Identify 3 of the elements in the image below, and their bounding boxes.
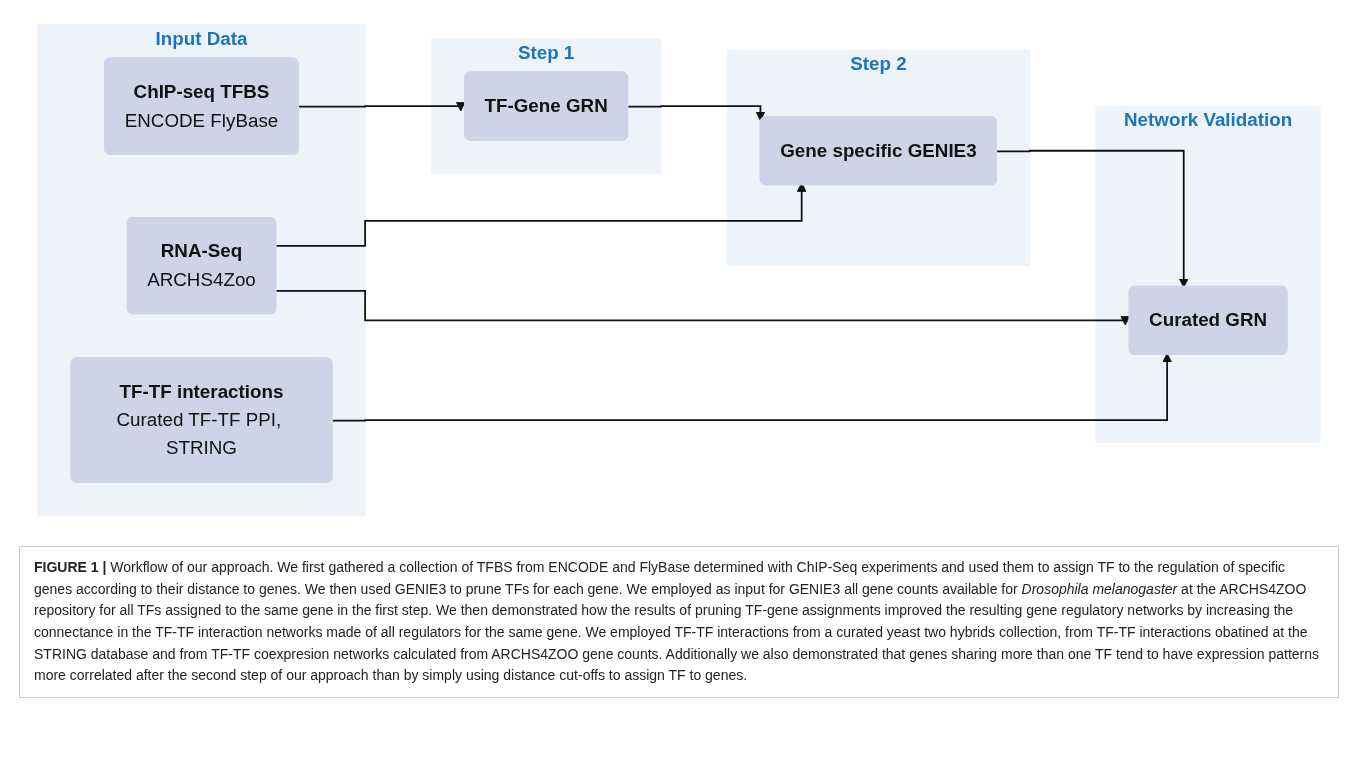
- figure-caption: FIGURE 1 | Workflow of our approach. We first gathered a collection of TFBS from ENCODE and FlyBase determined with ChIP-Seq experiments and used them to assign TF to the regulation of specific genes according to their distance to genes. We then used GENIE3 to prune TFs for each gene. We employed as input for GENIE3 all gene counts available for Drosophila melanogaster at the ARCHS4ZOO repository for all TFs assigned to the same gene in the first step. We then demonstrated how the results of pruning TF-gene assignments improved the resulting gene regulatory networks by increasing the connectance in the TF-TF interaction networks made of all regulators for the same gene. We employed TF-TF interactions from a curated yeast two hybrids collection, from TF-TF interactions obatined at the STRING database and from TF-TF coexpresion networks calculated from ARCHS4ZOO gene counts. Additionally we also demonstrated that genes sharing more than one TF tend to have expression patterns more correlated after the second step of our approach than by simply using distance cut-offs to assign TF to genes.: [19, 546, 1339, 699]
- arrow: [627, 105, 766, 121]
- arrow: [996, 149, 1189, 288]
